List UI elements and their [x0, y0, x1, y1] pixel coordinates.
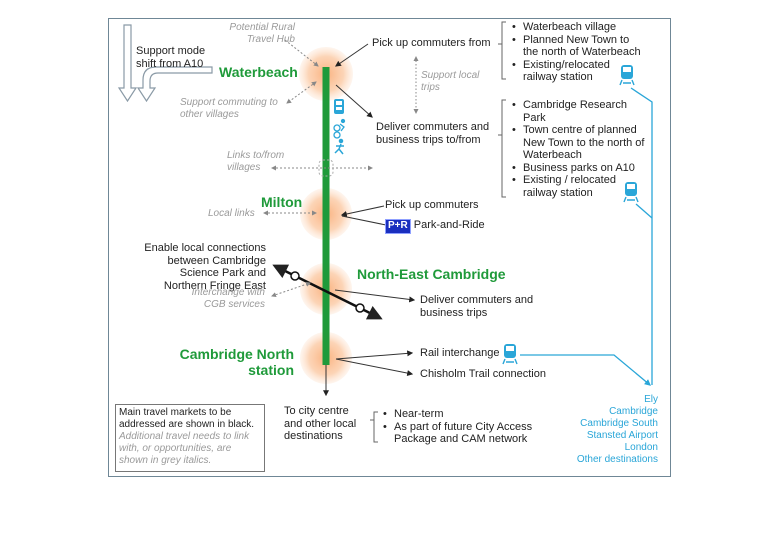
station-waterbeach: Waterbeach — [219, 64, 298, 80]
mode-shift-label: Support mode shift from A10 — [136, 45, 216, 70]
village-stop — [318, 159, 334, 177]
pickup-bracket — [498, 21, 506, 80]
busway-route — [322, 67, 330, 365]
rail-destination: Cambridge — [609, 406, 658, 417]
local-links-label: Local links — [208, 208, 255, 219]
deliver-item: Cambridge Research Park — [510, 99, 633, 124]
enable-local-label: Enable local connections between Cambrid… — [144, 242, 266, 292]
pickup-arrow — [335, 43, 369, 67]
park-ride-label: Park-and-Ride — [413, 219, 485, 231]
bus-icon — [334, 99, 344, 114]
chisholm-arrow — [335, 358, 414, 377]
support-local-label: Support local trips — [421, 70, 480, 93]
rail-destination: Stansted Airport — [586, 430, 658, 441]
rail-destination: Cambridge South — [580, 418, 658, 429]
support-villages-label: Support commuting to other villages — [180, 97, 278, 120]
milton-pickup-arrow — [340, 205, 385, 217]
cycle-icon — [333, 118, 346, 139]
pickup-list: Waterbeach village Planned New Town to t… — [510, 21, 645, 84]
city-centre-list: Near-term As part of future City Access … — [381, 408, 541, 446]
legend-main: Main travel markets to be addressed are … — [119, 407, 255, 430]
deliver-bracket — [498, 99, 506, 198]
rail-destinations: Ely Cambridge Cambridge South Stansted A… — [560, 394, 658, 466]
rail-interchange-label: Rail interchange — [420, 347, 500, 359]
rail-destination: Ely — [644, 394, 658, 405]
straight-down-arrow — [117, 24, 138, 103]
milton-pr-arrow — [341, 215, 387, 226]
rural-hub-arrow — [284, 39, 319, 67]
train-icon — [502, 344, 518, 365]
nec-deliver-label: Deliver commuters and business trips — [420, 294, 534, 319]
station-north-east-cambridge: North-East Cambridge — [357, 266, 506, 282]
city-centre-label: To city centre and other local destinati… — [284, 405, 357, 442]
diagram-frame — [108, 18, 671, 477]
pickup-label: Pick up commuters from — [372, 37, 491, 49]
deliver-label: Deliver commuters and business trips to/… — [376, 121, 490, 146]
pickup-item: Planned New Town to the north of Waterbe… — [510, 34, 645, 59]
rail-link-cambridge-north — [520, 354, 651, 386]
deliver-list: Cambridge Research Park Town centre of p… — [510, 99, 645, 199]
park-ride-badge: P+R — [385, 219, 411, 234]
rail-link-waterbeach — [630, 87, 653, 385]
pickup-item: Waterbeach village — [510, 21, 645, 34]
rail-link-waterbeach-2 — [635, 203, 653, 219]
legend-additional: Additional travel needs to link with, or… — [119, 431, 250, 466]
city-centre-item: Near-term — [381, 408, 541, 421]
rail-destination: Other destinations — [576, 454, 658, 465]
city-bracket — [370, 411, 378, 443]
support-villages-arrow — [286, 81, 317, 104]
pickup-item: Existing/relocated railway station — [510, 59, 610, 84]
city-centre-item: As part of future City Access Package an… — [381, 421, 541, 446]
mode-shift-arrows — [117, 24, 213, 103]
station-cambridge-north: Cambridge North station — [179, 346, 294, 378]
train-icon — [623, 182, 639, 203]
deliver-item: Existing / relocated railway station — [510, 174, 623, 199]
links-villages-label: Links to/from villages — [227, 150, 285, 173]
chisholm-label: Chisholm Trail connection — [420, 368, 546, 380]
deliver-arrow — [335, 84, 373, 118]
cgb-interchange-arrow — [271, 281, 311, 298]
rail-destination: London — [624, 442, 658, 453]
station-milton: Milton — [261, 194, 303, 210]
stop-node-east — [355, 303, 365, 313]
mode-shift-text: Support mode shift from A10 — [136, 45, 206, 70]
stop-node-west — [290, 271, 300, 281]
deliver-item: Town centre of planned New Town to the n… — [510, 124, 645, 162]
rail-interchange-arrow — [335, 350, 414, 360]
cgb-interchange-label: Interchange with CGB services — [191, 287, 265, 310]
deliver-item: Business parks on A10 — [510, 162, 645, 175]
rural-hub-label: Potential Rural Travel Hub — [229, 22, 295, 45]
train-icon — [619, 65, 635, 86]
mode-icons — [333, 99, 346, 155]
curved-down-arrow — [136, 66, 213, 103]
legend-box: Main travel markets to be addressed are … — [115, 404, 265, 472]
nec-deliver-arrow — [334, 289, 416, 303]
pedestrian-icon — [334, 138, 344, 155]
milton-pickup-label: Pick up commuters — [385, 199, 479, 211]
